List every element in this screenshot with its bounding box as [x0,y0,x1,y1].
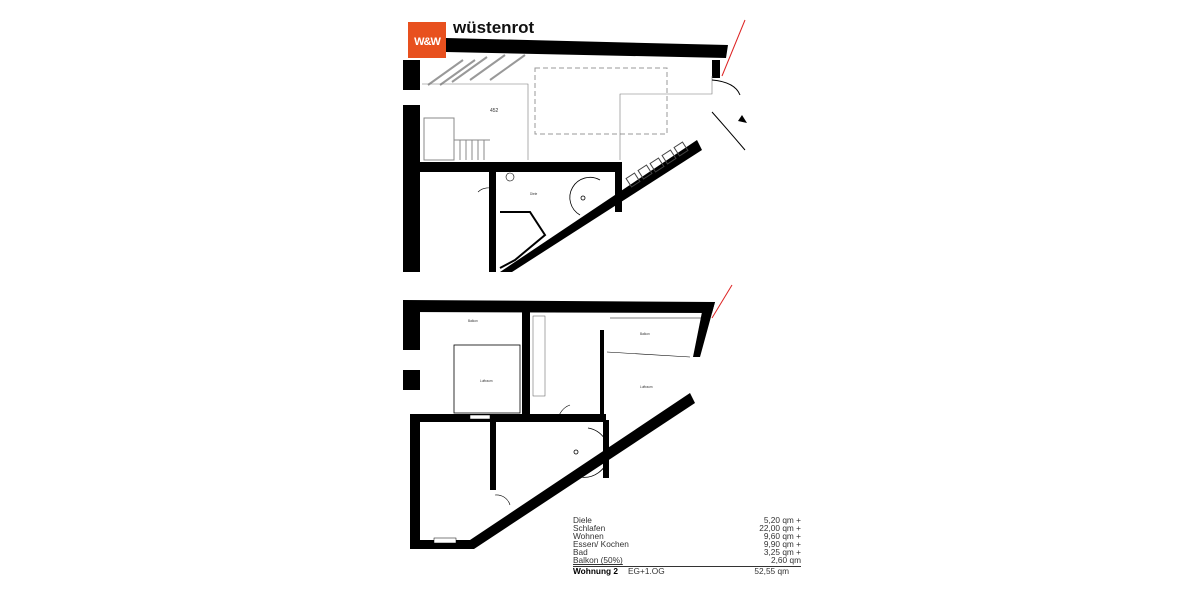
area-row: Bad 3,25 qm + [573,548,801,556]
wall [500,140,702,272]
area-value: 3,25 qm + [763,547,801,558]
ground-floor-plan: 452 Diele [403,19,747,272]
wuestenrot-logo: W&W [408,22,446,58]
brand-name: wüstenrot [453,18,535,37]
room-label-luftraum: Luftraum [640,385,653,389]
room-label-luftraum: Luftraum [480,379,493,383]
area-row: Schlafen 22,00 qm + [573,524,801,532]
total-area: 52,55 qm [754,565,789,576]
area-value: 9,60 qm + [763,531,801,542]
dashed-area [534,67,668,135]
area-label: Essen/ Kochen [573,539,629,550]
wall [446,38,728,58]
area-label: Wohnen [573,531,604,542]
planters [625,141,689,188]
wall [693,302,715,357]
room-label-diele: Diele [530,192,537,196]
north-marker [721,19,746,77]
area-table: Diele 5,20 qm + Schlafen 22,00 qm + Wohnen… [573,516,801,575]
area-label: Diele [573,515,592,525]
area-value: 9,90 qm + [763,539,801,550]
wall [403,162,620,172]
stairs [423,117,490,161]
area-value: 5,20 qm + [763,515,801,525]
room-number: 452 [490,108,499,114]
skylight-marks [427,54,526,86]
apartment-label: Wohnung 2 [573,565,619,576]
entry-door [711,79,746,151]
upper-floor-plan: Balkon Balkon Luftraum Luftraum [403,284,733,549]
area-row: Essen/ Kochen 9,90 qm + [573,540,801,548]
spiral-stairs [573,427,610,478]
wall [403,300,715,313]
area-total-row: Wohnung 2 EG+1.OG 52,55 qm [573,565,801,576]
spiral-stairs [569,176,601,216]
wall [403,170,420,272]
area-row: Diele 5,20 qm + [573,516,801,524]
area-value: 2,60 qm [771,555,801,566]
area-label: Balkon (50%) [573,555,623,566]
area-row: Balkon (50%) 2,60 qm [573,556,801,564]
wall [489,170,496,272]
room-label-balkon: Balkon [640,332,650,336]
wall [403,60,420,90]
north-marker [711,284,733,319]
logo-mark: W&W [414,36,441,48]
room-label-balkon: Balkon [468,319,478,323]
wall [403,105,420,165]
floor-label: EG+1.OG [628,565,665,576]
area-row: Wohnen 9,60 qm + [573,532,801,540]
area-value: 22,00 qm + [759,523,801,534]
kitchen-counter [532,315,546,397]
area-label: Bad [573,547,588,558]
wall [615,162,622,212]
area-label: Schlafen [573,523,606,534]
